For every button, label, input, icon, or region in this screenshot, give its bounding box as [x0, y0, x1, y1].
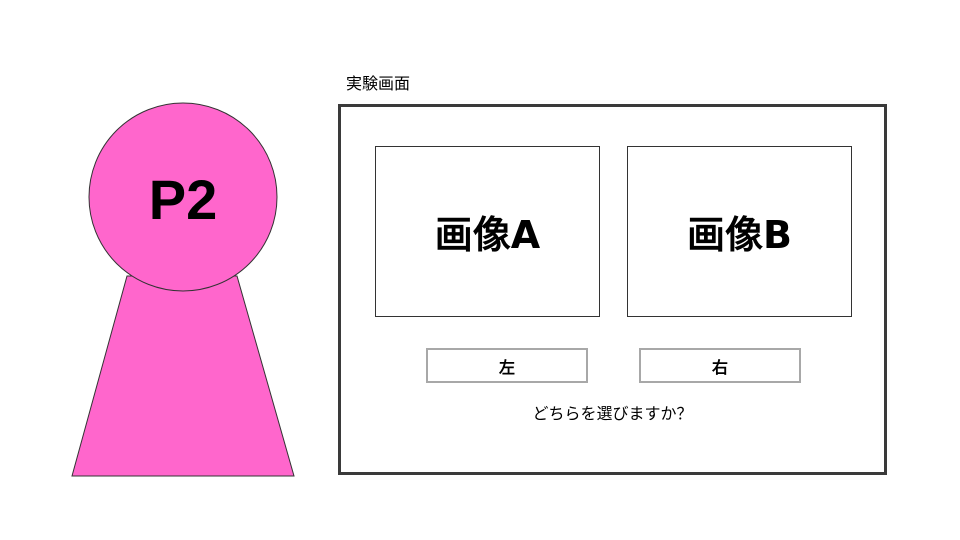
experiment-screen: [338, 104, 887, 475]
right-choice-label: 右: [711, 357, 728, 377]
image-b-label: 画像B: [687, 213, 792, 257]
image-a-label: 画像A: [434, 213, 541, 257]
image-b-box: 画像B: [627, 146, 852, 317]
participant-body: [71, 275, 295, 477]
participant-label: P2: [149, 168, 218, 231]
left-choice-label: 左: [498, 357, 515, 377]
image-a-box: 画像A: [375, 146, 600, 317]
screen-title: 実験画面: [346, 74, 411, 93]
left-choice-button[interactable]: 左: [426, 348, 588, 383]
participant-head: [88, 102, 278, 292]
question-text: どちらを選びますか？: [532, 404, 693, 423]
right-choice-button[interactable]: 右: [639, 348, 801, 383]
